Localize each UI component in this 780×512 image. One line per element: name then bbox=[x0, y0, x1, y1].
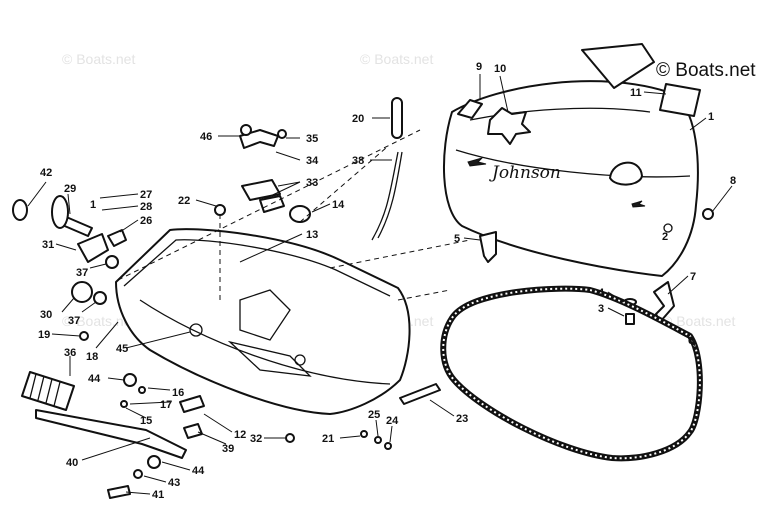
watermark-text: © Boats.net bbox=[62, 51, 135, 67]
part-latch[interactable] bbox=[457, 99, 483, 119]
part-gear-small[interactable] bbox=[93, 255, 119, 305]
part-bolt[interactable] bbox=[625, 313, 635, 325]
callout-label: 46 bbox=[200, 131, 212, 143]
callout-label: 38 bbox=[352, 155, 364, 167]
callout-label: 1 bbox=[90, 199, 96, 211]
callout-label: 36 bbox=[64, 347, 76, 359]
engine-cover-lower[interactable] bbox=[115, 228, 411, 415]
callout-label: 8 bbox=[730, 175, 736, 187]
callout-label: 16 bbox=[172, 387, 184, 399]
callout-label: 13 bbox=[306, 229, 318, 241]
callout-label: 23 bbox=[456, 413, 468, 425]
leader-lines bbox=[27, 74, 733, 495]
part-bushing[interactable] bbox=[77, 229, 127, 263]
part-knob[interactable] bbox=[12, 199, 28, 221]
part-gear[interactable] bbox=[71, 281, 93, 303]
callout-label: 17 bbox=[160, 399, 172, 411]
callout-label: 42 bbox=[40, 167, 52, 179]
callout-label: 25 bbox=[368, 409, 380, 421]
part-tiller-grip[interactable] bbox=[21, 371, 75, 411]
callout-label: 39 bbox=[222, 443, 234, 455]
cover-seal[interactable] bbox=[440, 285, 703, 462]
part-throttle-shaft[interactable] bbox=[51, 195, 93, 237]
callout-label: 40 bbox=[66, 457, 78, 469]
watermark-text: © Boats.net bbox=[360, 51, 433, 67]
callout-label: 26 bbox=[140, 215, 152, 227]
callout-label: 30 bbox=[40, 309, 52, 321]
watermark-text: © Boats.net bbox=[62, 313, 135, 329]
callout-label: 1 bbox=[708, 111, 714, 123]
callout-label: 20 bbox=[352, 113, 364, 125]
callout-label: 5 bbox=[454, 233, 460, 245]
callout-label: 4 bbox=[598, 287, 605, 299]
part-tiller-arm[interactable] bbox=[35, 409, 187, 459]
callout-label: 32 bbox=[250, 433, 262, 445]
callout-label: 21 bbox=[322, 433, 334, 445]
callout-label: 18 bbox=[86, 351, 98, 363]
callout-labels: 1 1 2 3 4 5 6 7 8 9 10 11 12 13 14 15 16… bbox=[38, 61, 736, 501]
part-grommet-round[interactable] bbox=[289, 205, 311, 223]
callout-label: 22 bbox=[178, 195, 190, 207]
brand-watermark: © Boats.net bbox=[656, 60, 756, 81]
part-link[interactable] bbox=[399, 383, 441, 405]
callout-label: 7 bbox=[690, 271, 696, 283]
callout-label: 37 bbox=[68, 315, 80, 327]
callout-label: 35 bbox=[306, 133, 318, 145]
part-plate[interactable] bbox=[581, 43, 701, 117]
callout-label: 31 bbox=[42, 239, 54, 251]
callout-label: 15 bbox=[140, 415, 152, 427]
part-grommet[interactable] bbox=[487, 107, 531, 145]
johnson-logo: Johnson bbox=[489, 163, 561, 183]
callout-label: 45 bbox=[116, 343, 128, 355]
callout-label: 14 bbox=[332, 199, 345, 211]
callout-label: 37 bbox=[76, 267, 88, 279]
part-bracket[interactable] bbox=[479, 231, 497, 263]
callout-label: 27 bbox=[140, 189, 152, 201]
callout-label: 12 bbox=[234, 429, 246, 441]
callout-label: 34 bbox=[306, 155, 319, 167]
callout-label: 11 bbox=[630, 87, 642, 99]
callout-label: 10 bbox=[494, 63, 506, 75]
callout-label: 9 bbox=[476, 61, 482, 73]
part-tube[interactable] bbox=[371, 97, 403, 241]
callout-label: 2 bbox=[662, 231, 668, 243]
watermark-text: © Boats.net bbox=[662, 313, 735, 329]
callout-label: 41 bbox=[152, 489, 164, 501]
callout-label: 28 bbox=[140, 201, 152, 213]
part-clip[interactable] bbox=[239, 129, 285, 213]
callout-label: 24 bbox=[386, 415, 399, 427]
part-screw[interactable] bbox=[702, 208, 714, 220]
callout-label: 33 bbox=[306, 177, 318, 189]
callout-label: 29 bbox=[64, 183, 76, 195]
callout-label: 3 bbox=[598, 303, 604, 315]
callout-label: 6 bbox=[688, 335, 694, 347]
callout-label: 43 bbox=[168, 477, 180, 489]
callout-label: 19 bbox=[38, 329, 50, 341]
callout-label: 44 bbox=[192, 465, 205, 477]
callout-label: 44 bbox=[88, 373, 101, 385]
